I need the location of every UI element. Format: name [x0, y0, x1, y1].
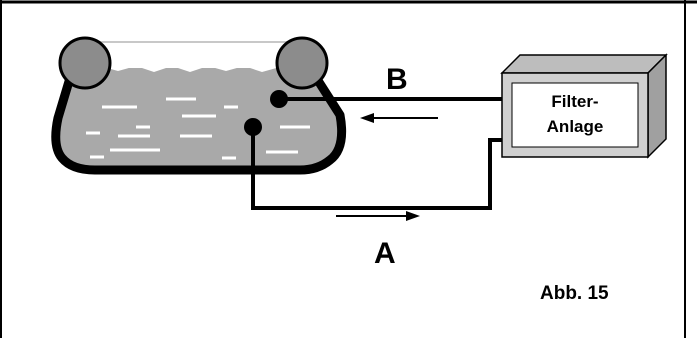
figure-caption: Abb. 15 — [540, 283, 609, 304]
pool-water — [55, 68, 342, 170]
filter-top-face — [500, 54, 668, 74]
pipes — [251, 97, 502, 210]
arrow-left-icon — [360, 113, 438, 123]
pool-rim-right — [275, 36, 329, 90]
arrow-right-icon — [336, 211, 420, 221]
label-a: A — [374, 237, 396, 270]
inlet-b-nozzle — [270, 90, 288, 108]
pipe-a — [251, 127, 502, 210]
pool-water-surface — [80, 45, 300, 74]
pool-rim-left — [58, 36, 112, 90]
water-ripples — [86, 97, 310, 160]
filter-side-face — [647, 53, 667, 159]
filter-label-line2: Anlage — [547, 117, 604, 136]
pool-icon — [51, 36, 347, 175]
label-b: B — [386, 63, 408, 96]
outlet-a-nozzle — [244, 118, 262, 136]
pool-wall — [51, 65, 347, 175]
filter-unit-icon: Filter- Anlage — [500, 53, 668, 159]
filter-label-line1: Filter- — [551, 92, 598, 111]
filter-label-panel — [511, 82, 639, 148]
